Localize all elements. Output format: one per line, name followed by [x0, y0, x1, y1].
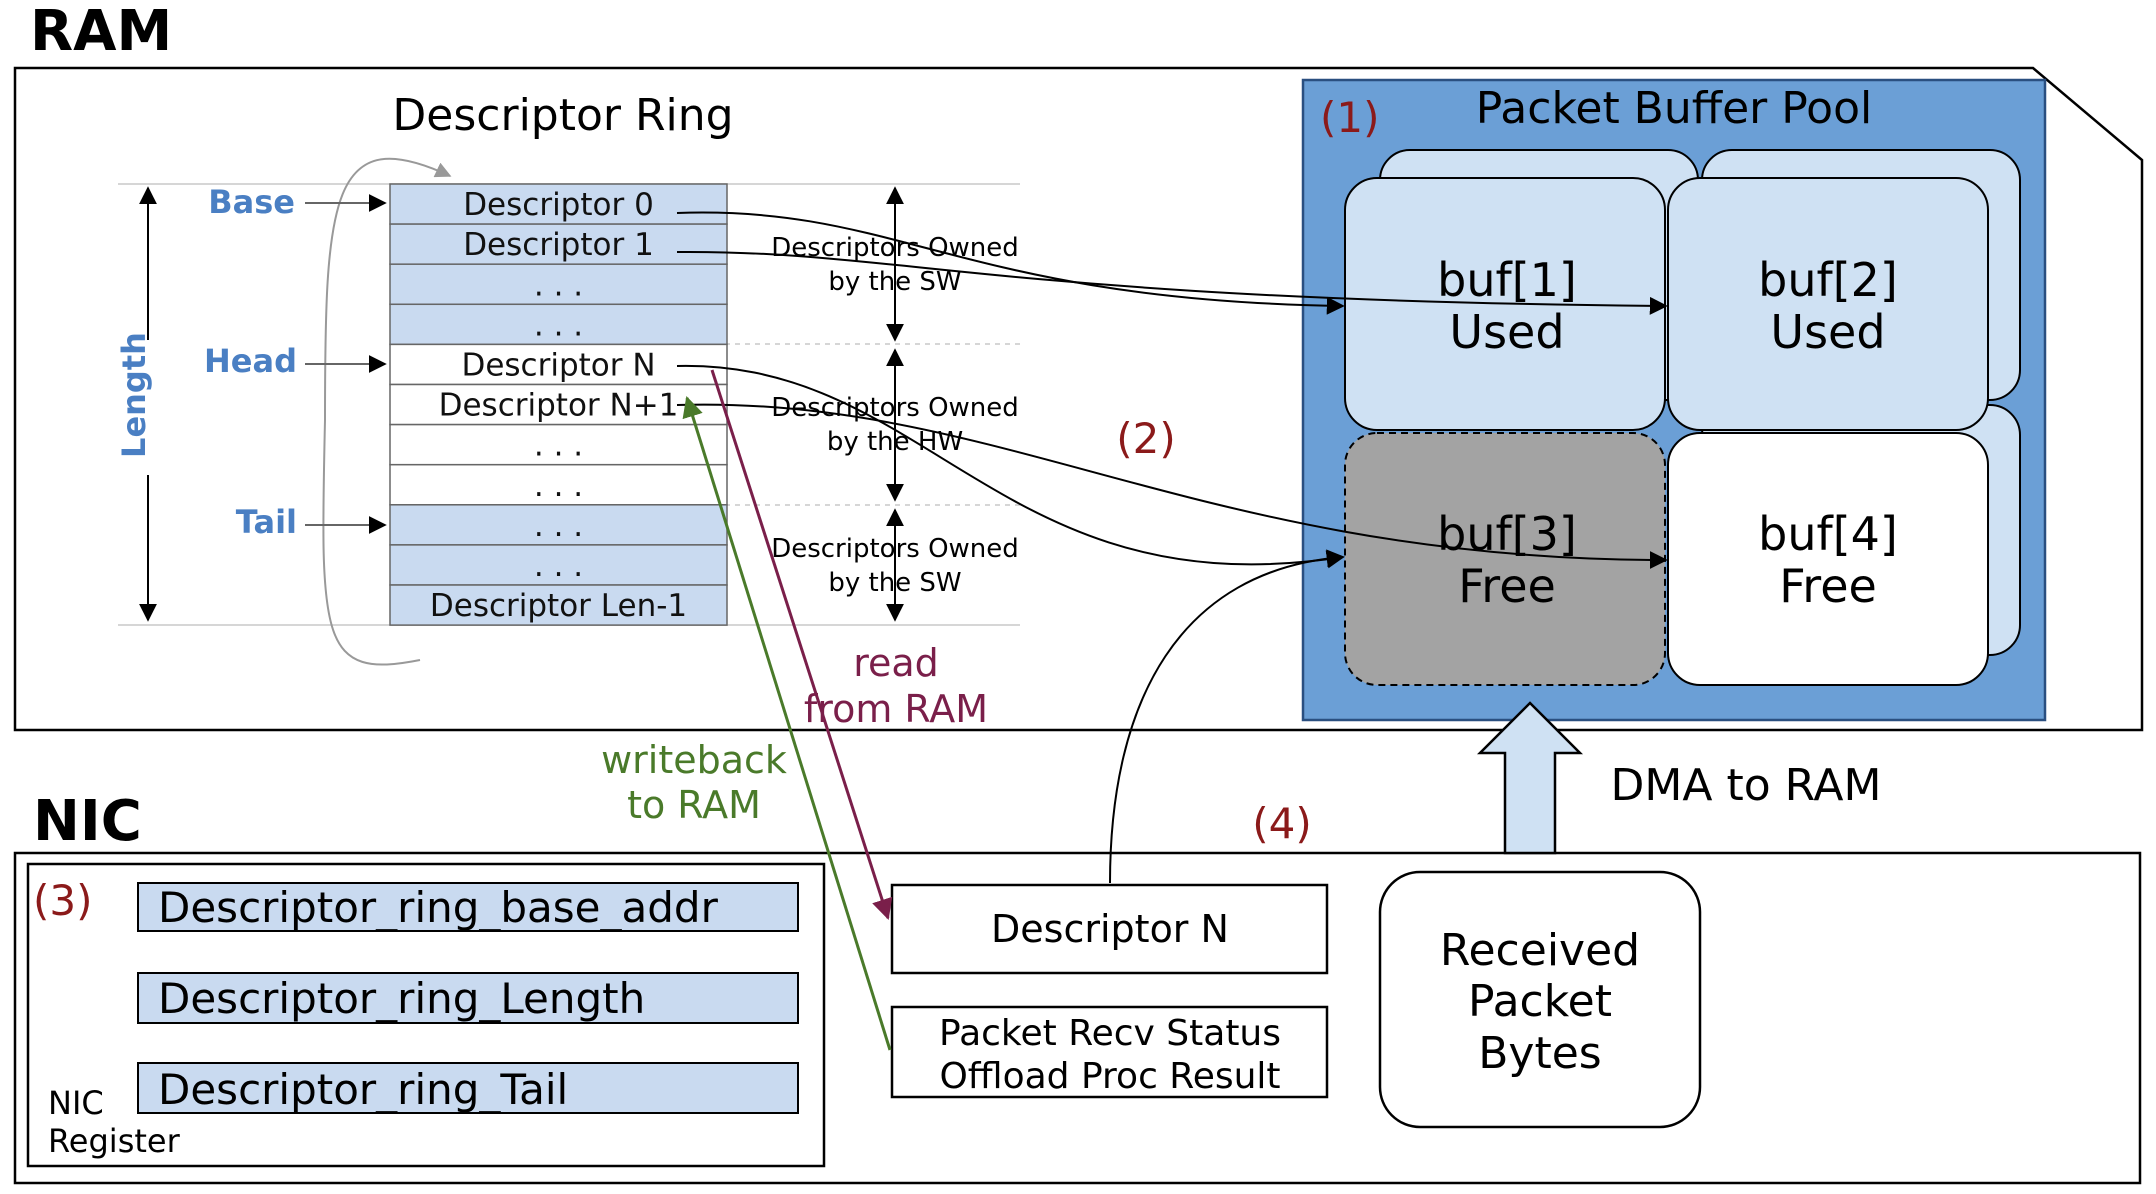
svg-text:Descriptors Owned: Descriptors Owned	[771, 393, 1019, 423]
descriptor-buffer-pointers	[676, 211, 1668, 569]
svg-text:Packet Recv Status: Packet Recv Status	[939, 1013, 1281, 1054]
register-tail: Descriptor_ring_Tail	[137, 1062, 799, 1114]
register-length: Descriptor_ring_Length	[137, 972, 799, 1024]
svg-text:Used: Used	[1449, 305, 1564, 359]
ring-row-label: Descriptor N+1	[439, 388, 679, 424]
svg-text:buf[1]: buf[1]	[1437, 253, 1577, 307]
tail-pointer: Tail	[236, 503, 387, 541]
nic-register-box	[26, 862, 826, 1168]
base-pointer: Base	[208, 183, 387, 221]
nic-descriptor-n-box: Descriptor N	[890, 883, 1329, 975]
ring-row-label: . . .	[534, 508, 583, 544]
ring-row-label: . . .	[534, 468, 583, 504]
marker-2: (2)	[1116, 414, 1176, 463]
nic-frame	[13, 851, 2142, 1185]
ring-wraparound-arrow	[322, 157, 452, 666]
svg-text:Base: Base	[208, 183, 295, 221]
nic-register-caption-line1: NIC	[48, 1084, 104, 1122]
length-label: Length	[115, 332, 153, 458]
ring-row-label: . . .	[534, 428, 583, 464]
descriptor-ring: Descriptor 0 Descriptor 1 . . . . . . Descri…	[389, 183, 728, 626]
svg-text:by the HW: by the HW	[827, 427, 963, 457]
ring-row	[389, 504, 728, 546]
ring-row	[389, 423, 728, 466]
writeback-arrow	[682, 395, 892, 1051]
nic-register-caption-line2: Register	[48, 1122, 181, 1160]
svg-text:Free: Free	[1779, 559, 1877, 613]
ram-frame	[13, 66, 2144, 732]
read-label-line2: from RAM	[804, 687, 988, 731]
ring-title: Descriptor Ring	[392, 90, 733, 141]
writeback-label-line1: writeback	[601, 738, 787, 782]
nic-status-box: Packet Recv Status Offload Proc Result	[890, 1005, 1329, 1099]
marker-3: (3)	[33, 876, 93, 925]
buffer-4: buf[4] Free	[1667, 432, 1989, 686]
svg-text:Used: Used	[1770, 305, 1885, 359]
ring-row	[389, 263, 728, 306]
ring-row-label: . . .	[534, 267, 583, 303]
writeback-label-line2: to RAM	[627, 783, 761, 827]
nic-descriptor-to-buffer-arrow	[1109, 549, 1345, 884]
svg-text:Head: Head	[204, 342, 297, 380]
ring-row-label: Descriptor 0	[463, 187, 654, 223]
svg-text:buf[4]: buf[4]	[1758, 507, 1898, 561]
ring-row	[389, 183, 728, 225]
svg-text:Free: Free	[1458, 559, 1556, 613]
ring-row	[389, 223, 728, 265]
ring-row	[389, 463, 728, 506]
dma-label: DMA to RAM	[1611, 760, 1882, 811]
svg-text:Descriptor_ring_base_addr: Descriptor_ring_base_addr	[158, 883, 719, 932]
svg-text:buf[2]: buf[2]	[1758, 253, 1898, 307]
svg-text:by the SW: by the SW	[828, 267, 961, 297]
buffer-2: buf[2] Used	[1667, 177, 1989, 431]
buffer-3: buf[3] Free	[1344, 432, 1666, 686]
head-pointer: Head	[204, 342, 387, 380]
ring-row-label: Descriptor Len-1	[430, 588, 687, 624]
ring-row-label: . . .	[534, 307, 583, 343]
register-base-addr: Descriptor_ring_base_addr	[137, 882, 799, 932]
svg-text:Received: Received	[1440, 925, 1640, 976]
marker-1: (1)	[1320, 93, 1380, 142]
svg-text:Bytes: Bytes	[1478, 1028, 1601, 1079]
read-from-ram-arrow	[710, 369, 893, 920]
ownership-label-sw-bottom: Descriptors Owned by the SW	[771, 534, 1019, 598]
nic-section-title: NIC	[33, 789, 142, 854]
ring-row	[389, 584, 728, 626]
read-label-line1: read	[853, 641, 939, 685]
svg-text:Descriptor N: Descriptor N	[991, 907, 1229, 951]
svg-text:buf[3]: buf[3]	[1437, 507, 1577, 561]
dma-arrow	[1476, 701, 1584, 855]
svg-text:by the SW: by the SW	[828, 568, 961, 598]
ring-row	[389, 544, 728, 586]
svg-text:Descriptor_ring_Tail: Descriptor_ring_Tail	[158, 1065, 568, 1114]
svg-text:Descriptors Owned: Descriptors Owned	[771, 534, 1019, 564]
svg-text:Descriptor_ring_Length: Descriptor_ring_Length	[158, 974, 645, 1023]
ring-row-label: Descriptor 1	[463, 227, 654, 263]
svg-text:Descriptors Owned: Descriptors Owned	[771, 233, 1019, 263]
received-packet-box: Received Packet Bytes	[1378, 870, 1702, 1129]
ring-row-label: Descriptor N	[461, 347, 655, 383]
marker-4: (4)	[1252, 799, 1312, 848]
svg-text:Tail: Tail	[236, 503, 297, 541]
svg-text:Offload Proc Result: Offload Proc Result	[939, 1056, 1280, 1097]
svg-text:Packet: Packet	[1468, 976, 1612, 1027]
ownership-label-hw: Descriptors Owned by the HW	[771, 393, 1019, 457]
ring-row-label: . . .	[534, 548, 583, 584]
ram-section-title: RAM	[30, 0, 172, 64]
pool-title: Packet Buffer Pool	[1476, 83, 1873, 134]
